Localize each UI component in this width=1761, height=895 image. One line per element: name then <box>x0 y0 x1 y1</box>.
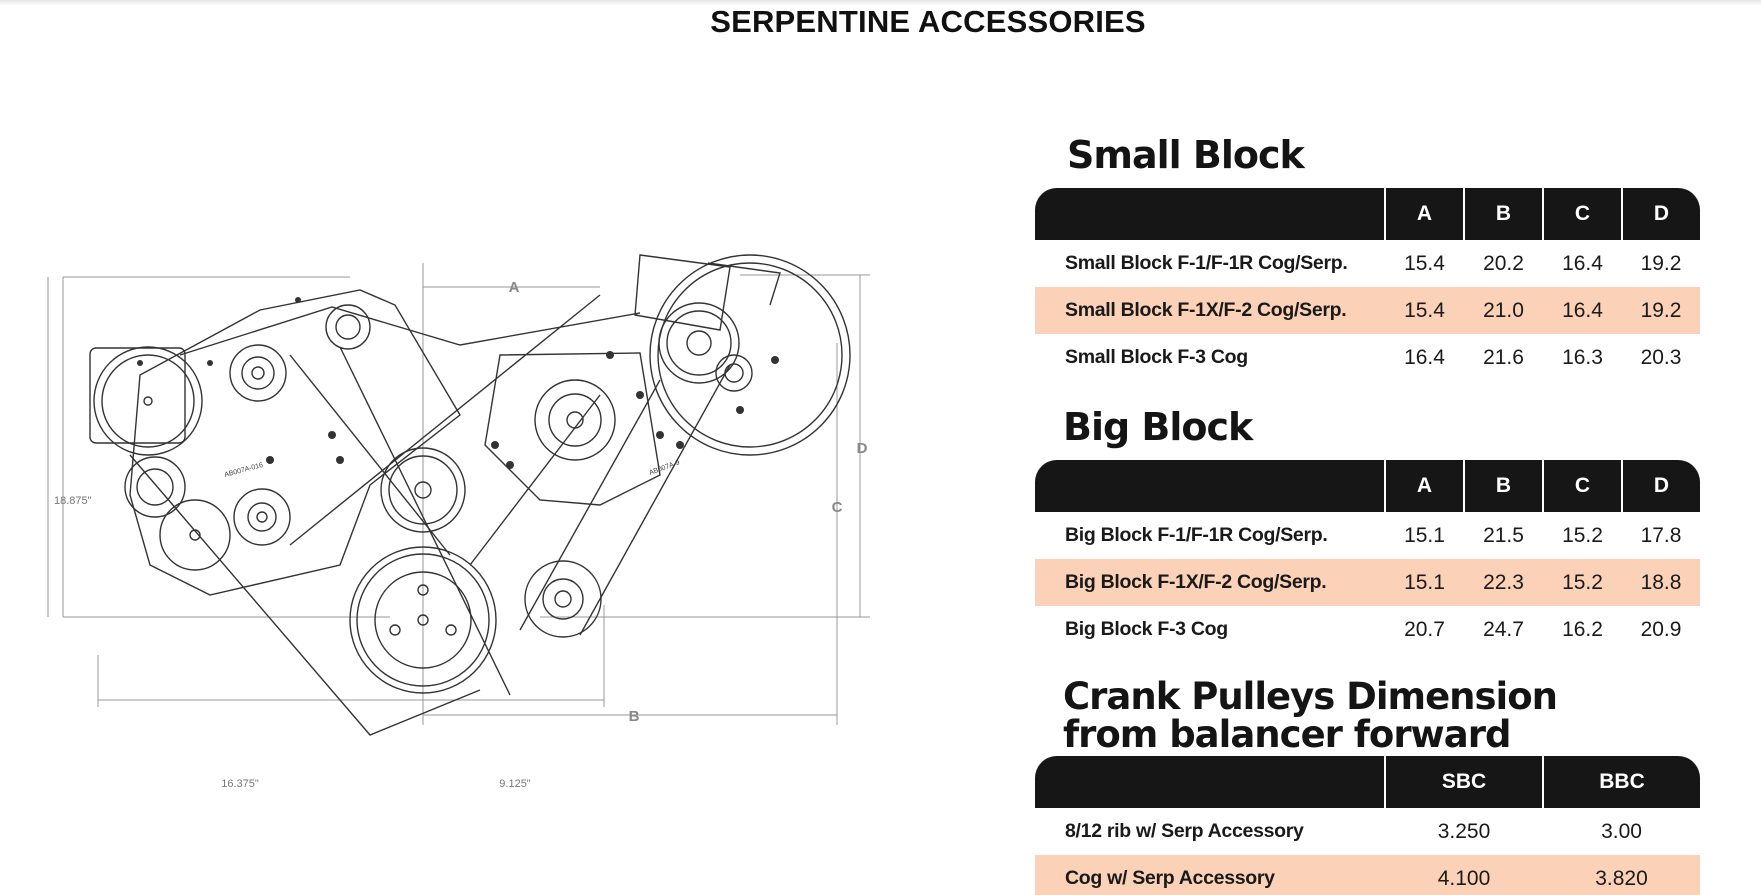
header-cell: B <box>1463 188 1543 240</box>
right-part-number: AB007A-9 <box>648 459 680 477</box>
row-label: 8/12 rib w/ Serp Accessory <box>1065 820 1304 842</box>
width-left-dimension-label: 16.375" <box>221 778 259 790</box>
table-row: 8/12 rib w/ Serp Accessory 3.250 3.00 <box>1035 808 1700 855</box>
header-cell: SBC <box>1384 756 1543 808</box>
value-c: 16.2 <box>1562 617 1603 641</box>
table-row: Small Block F-3 Cog 16.4 21.6 16.3 20.3 <box>1035 334 1700 381</box>
value-a: 15.4 <box>1404 251 1445 275</box>
value-c: 15.2 <box>1543 559 1622 606</box>
value-sbc: 4.100 <box>1385 855 1543 895</box>
top-shadow <box>0 0 1761 6</box>
big-block-table: A B C D Big Block F-1/F-1R Cog/Serp. 15.… <box>1035 460 1700 653</box>
row-label: Small Block F-1X/F-2 Cog/Serp. <box>1035 287 1385 334</box>
value-b: 24.7 <box>1483 617 1524 641</box>
header-cell: A <box>1384 460 1464 512</box>
value-bbc: 3.00 <box>1601 819 1642 843</box>
value-c: 16.4 <box>1543 287 1622 334</box>
header-cell: C <box>1542 188 1622 240</box>
table-header-row: SBC BBC <box>1035 756 1700 808</box>
crank-pulleys-table: SBC BBC 8/12 rib w/ Serp Accessory 3.250… <box>1035 756 1700 895</box>
header-cell: BBC <box>1542 756 1700 808</box>
value-b: 21.6 <box>1483 345 1524 369</box>
serpentine-diagram: A B C D 18.875" 16.375" 9.125" <box>47 254 870 790</box>
crank-title-line-2: from balancer forward <box>1063 713 1511 756</box>
value-b: 21.0 <box>1464 287 1543 334</box>
table-row: Big Block F-3 Cog 20.7 24.7 16.2 20.9 <box>1035 606 1700 653</box>
row-label: Cog w/ Serp Accessory <box>1035 855 1385 895</box>
row-label: Big Block F-1/F-1R Cog/Serp. <box>1065 524 1328 546</box>
header-cell <box>1035 460 1385 512</box>
table-header-row: A B C D <box>1035 460 1700 512</box>
table-row: Big Block F-1/F-1R Cog/Serp. 15.1 21.5 1… <box>1035 512 1700 559</box>
spec-tables: Small Block A B C D Small Block F-1/F-1R… <box>1035 0 1700 895</box>
value-d: 20.9 <box>1640 617 1682 641</box>
value-b: 22.3 <box>1464 559 1543 606</box>
small-block-table: A B C D Small Block F-1/F-1R Cog/Serp. 1… <box>1035 188 1700 381</box>
value-a: 15.1 <box>1404 523 1445 547</box>
value-a: 20.7 <box>1404 617 1445 641</box>
value-c: 16.4 <box>1562 251 1603 275</box>
value-bbc: 3.820 <box>1543 855 1700 895</box>
value-b: 20.2 <box>1483 251 1524 275</box>
crank-title-line-1: Crank Pulleys Dimension <box>1063 675 1558 718</box>
width-right-dimension-label: 9.125" <box>499 778 531 790</box>
height-dimension-label: 18.875" <box>54 495 92 507</box>
header-cell: D <box>1621 460 1700 512</box>
value-d: 19.2 <box>1640 251 1682 275</box>
value-c: 16.3 <box>1562 345 1603 369</box>
header-cell: B <box>1463 460 1543 512</box>
header-cell: A <box>1384 188 1464 240</box>
table-row: Small Block F-1X/F-2 Cog/Serp. 15.4 21.0… <box>1035 287 1700 334</box>
value-a: 15.4 <box>1385 287 1464 334</box>
table-header-row: A B C D <box>1035 188 1700 240</box>
header-cell: D <box>1621 188 1700 240</box>
table-row: Cog w/ Serp Accessory 4.100 3.820 <box>1035 855 1700 895</box>
value-d: 19.2 <box>1622 287 1700 334</box>
value-a: 16.4 <box>1404 345 1445 369</box>
table-row: Big Block F-1X/F-2 Cog/Serp. 15.1 22.3 1… <box>1035 559 1700 606</box>
dimension-a-label: A <box>509 279 520 296</box>
value-a: 15.1 <box>1385 559 1464 606</box>
value-b: 21.5 <box>1483 523 1524 547</box>
header-cell <box>1035 756 1385 808</box>
header-cell: C <box>1542 460 1622 512</box>
value-c: 15.2 <box>1562 523 1603 547</box>
value-d: 20.3 <box>1640 345 1682 369</box>
crank-pulleys-title: Crank Pulleys Dimension from balancer fo… <box>1063 675 1558 756</box>
left-part-number: AB007A-016 <box>224 462 264 479</box>
dimension-c-label: C <box>832 499 843 516</box>
dimension-d-label: D <box>857 440 868 457</box>
row-label: Small Block F-1/F-1R Cog/Serp. <box>1065 252 1348 274</box>
page-title: SERPENTINE ACCESSORIES <box>710 4 1146 39</box>
header-cell <box>1035 188 1385 240</box>
table-row: Small Block F-1/F-1R Cog/Serp. 15.4 20.2… <box>1035 240 1700 287</box>
row-label: Small Block F-3 Cog <box>1065 346 1248 368</box>
value-d: 17.8 <box>1640 523 1682 547</box>
value-d: 18.8 <box>1622 559 1700 606</box>
row-label: Big Block F-3 Cog <box>1065 618 1228 640</box>
value-sbc: 3.250 <box>1437 819 1491 843</box>
dimension-b-label: B <box>629 708 640 725</box>
small-block-title: Small Block <box>1067 133 1305 177</box>
big-block-title: Big Block <box>1063 405 1253 449</box>
row-label: Big Block F-1X/F-2 Cog/Serp. <box>1035 559 1385 606</box>
